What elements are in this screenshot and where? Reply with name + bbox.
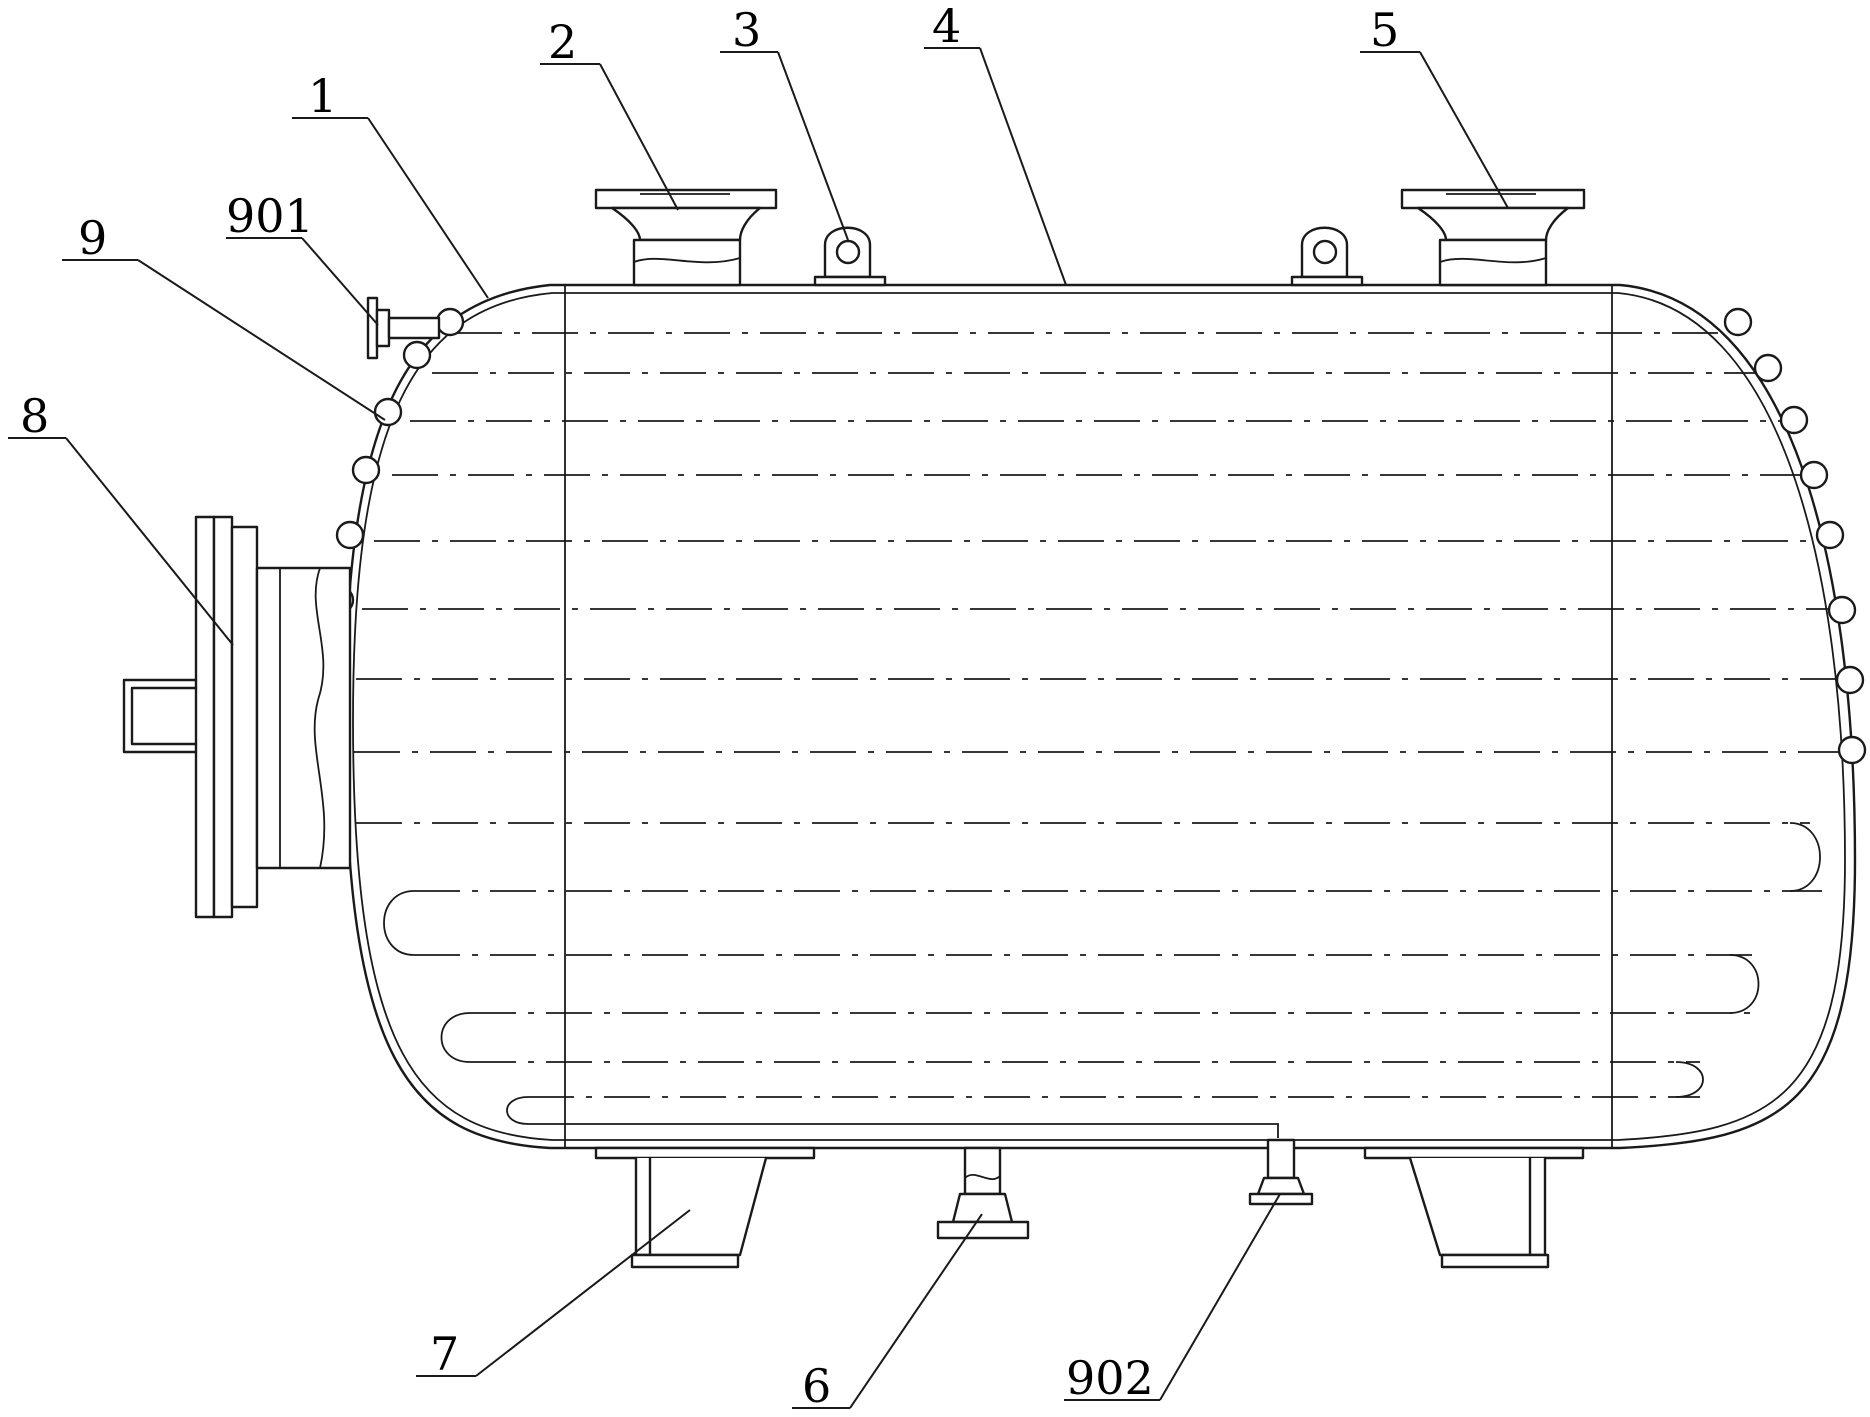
- bottom-nozzle-902: [1248, 1138, 1314, 1206]
- top-nozzle-left: [594, 188, 778, 287]
- label-902: 902: [1066, 1351, 1154, 1405]
- bottom-nozzle-6: [936, 1146, 1030, 1240]
- saddle-support-left: [594, 1146, 816, 1269]
- leader-lines: [8, 47, 1509, 1409]
- label-1: 1: [308, 69, 337, 123]
- internal-coil: [354, 332, 1844, 1138]
- label-7: 7: [430, 1327, 459, 1381]
- lifting-lug-left: [813, 226, 887, 287]
- label-6: 6: [802, 1359, 831, 1413]
- saddle-support-right: [1363, 1146, 1585, 1269]
- label-3: 3: [732, 3, 761, 57]
- label-9: 9: [78, 211, 107, 265]
- lifting-lug-right: [1290, 226, 1364, 287]
- side-nozzle-901: [366, 296, 441, 360]
- label-2: 2: [548, 15, 577, 69]
- label-8: 8: [20, 389, 49, 443]
- reference-labels: 1 2 3 4 5 9 901 8 7 6 902: [20, 0, 1399, 1413]
- label-4: 4: [932, 0, 961, 53]
- manway-flange: [122, 515, 352, 919]
- vessel-shell: [343, 283, 1857, 1150]
- external-jacket-coil: [319, 307, 1867, 835]
- top-nozzle-right: [1400, 188, 1586, 287]
- label-901: 901: [226, 189, 314, 243]
- label-5: 5: [1370, 3, 1399, 57]
